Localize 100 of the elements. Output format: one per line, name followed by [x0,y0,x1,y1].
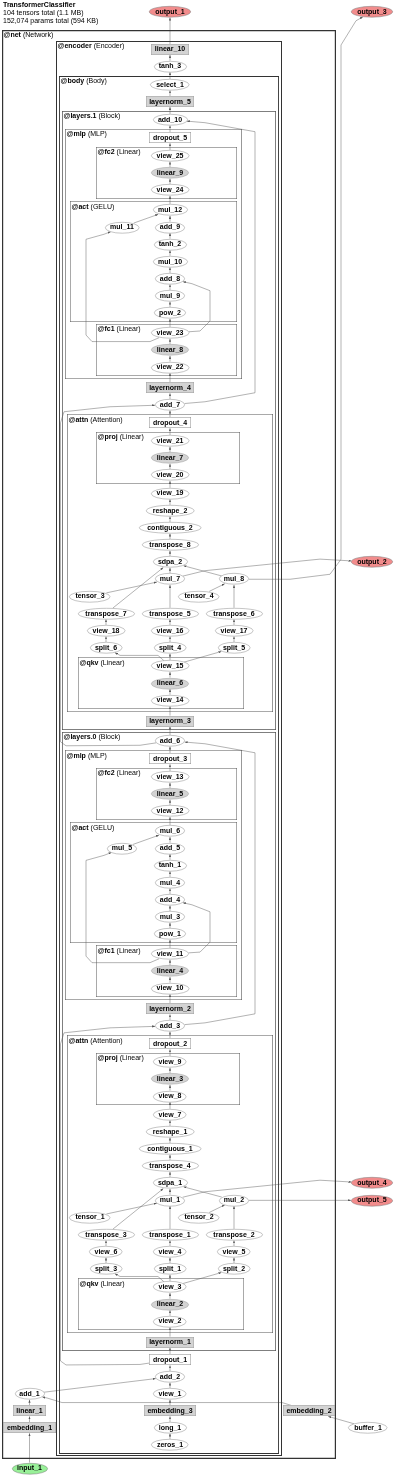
arrow [28,1399,31,1406]
function-ellipse [153,1281,187,1293]
function-ellipse [150,660,190,672]
function-ellipse [155,1371,185,1383]
arrow [168,1084,172,1091]
function-ellipse [155,1020,185,1032]
function-ellipse [150,78,190,91]
function-ellipse [154,307,186,319]
function-ellipse [153,642,187,654]
function-ellipse [150,327,190,339]
function-ellipse [89,642,123,654]
function-ellipse [150,361,190,373]
function-ellipse [150,184,190,196]
arrow [168,446,172,453]
function-ellipse [150,982,190,995]
function-ellipse [153,1422,187,1434]
arrow [168,782,172,789]
arrow [168,567,172,574]
parameter-module-box [145,1336,195,1348]
function-ellipse [178,1211,220,1224]
parameter-ellipse [151,344,189,356]
parameter-ellipse [151,1298,189,1311]
output-ellipse [351,556,393,568]
function-ellipse [219,1194,249,1207]
function-ellipse [86,624,126,637]
function-ellipse [153,859,187,872]
function-ellipse [150,694,190,707]
function-ellipse [155,1194,185,1207]
parameter-module-box [282,1405,336,1417]
parameter-module-box [12,1405,47,1417]
function-ellipse [152,1177,188,1189]
function-ellipse [155,735,185,747]
arrow [168,688,172,695]
function-ellipse [155,221,185,233]
function-ellipse [219,573,249,585]
function-ellipse [155,911,185,923]
function-ellipse [153,1315,187,1328]
arrow [168,1382,172,1389]
parameter-module-box [145,96,195,108]
parameter-ellipse [151,452,189,464]
function-ellipse [153,1263,187,1275]
function-ellipse [217,642,251,654]
function-ellipse [153,1108,187,1121]
function-ellipse [150,150,190,162]
parameter-ellipse [151,788,189,800]
function-ellipse [150,805,190,817]
function-ellipse [153,238,187,251]
arrow [168,215,172,222]
parameter-ellipse [151,1073,189,1085]
function-ellipse [77,1228,135,1241]
function-ellipse [145,1126,195,1138]
function-ellipse [89,1263,123,1275]
function-ellipse [107,842,137,855]
input-ellipse [11,1462,48,1474]
function-ellipse [152,113,188,126]
function-ellipse [155,894,185,906]
arrow [168,338,172,345]
output-ellipse [351,1194,393,1207]
function-ellipse [155,842,185,855]
function-ellipse [217,1246,251,1258]
function-ellipse [89,1246,123,1258]
function-ellipse [154,928,186,940]
function-ellipse [150,469,190,481]
parameter-module-box [145,1003,195,1015]
arrow [168,533,172,540]
arrow [168,1188,172,1195]
arrow [168,976,172,983]
arrow [168,1137,172,1144]
function-ellipse [141,1160,199,1172]
function-ellipse [155,399,185,411]
function-ellipse [155,573,185,585]
module-cluster-box [2,30,336,1459]
function-ellipse [141,539,199,551]
function-ellipse [138,1143,202,1155]
function-ellipse [153,1056,187,1068]
function-ellipse [145,504,195,517]
arrow [168,853,172,860]
function-ellipse [150,487,190,500]
arrow [168,1257,172,1264]
arrow [168,1292,172,1299]
function-ellipse [178,590,220,603]
arrow [168,1154,172,1161]
function-ellipse [348,1422,388,1434]
arrow [104,1257,108,1264]
output-ellipse [351,6,393,18]
function-ellipse [150,435,190,447]
arrow [168,905,172,912]
parameter-ellipse [151,677,189,690]
function-ellipse [153,1090,187,1102]
arrow [168,671,172,678]
arrow [168,1067,172,1074]
function-ellipse [104,221,140,233]
parameter-ellipse [151,965,189,977]
function-ellipse [217,1263,251,1275]
parameter-module-box [143,1405,197,1417]
arrow [168,301,172,308]
output-ellipse [351,1177,393,1189]
function-ellipse [150,771,190,783]
parameter-module-box [145,715,195,727]
function-ellipse [150,624,190,637]
